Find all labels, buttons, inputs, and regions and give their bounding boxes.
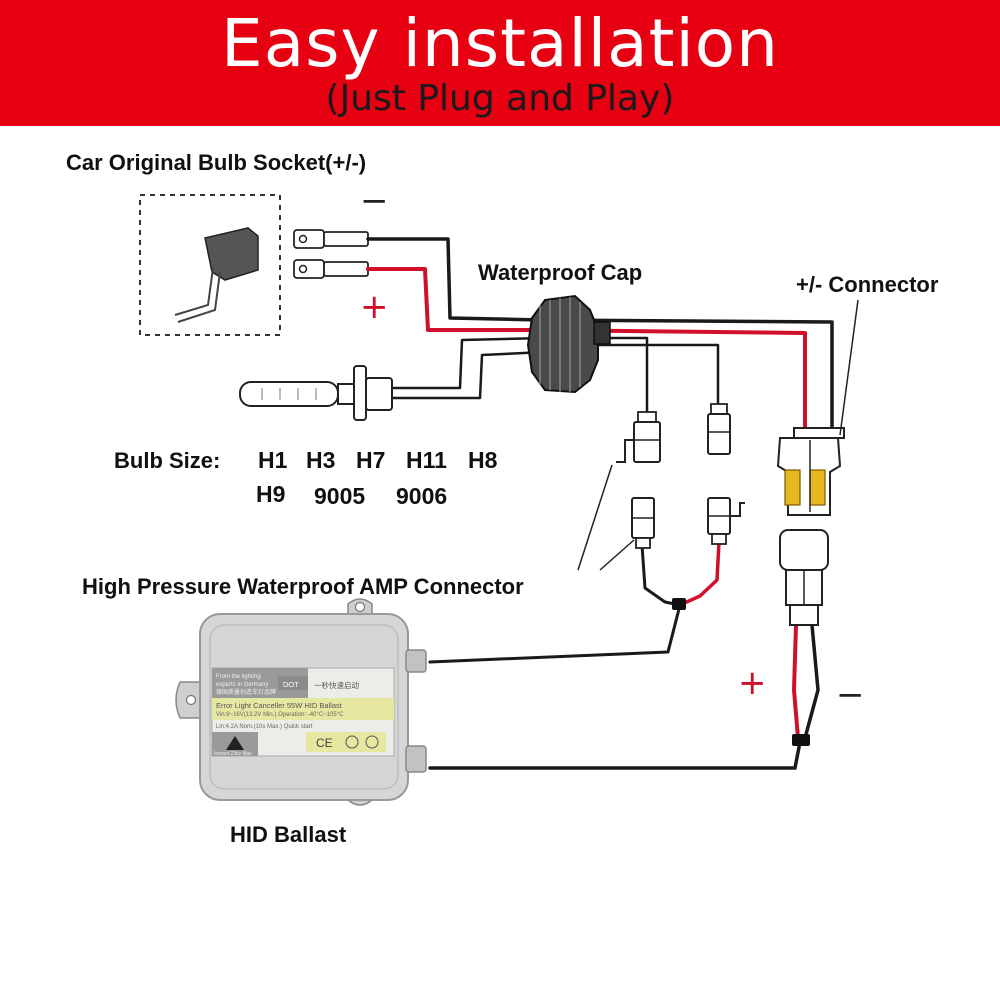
wire-splice-sleeve (792, 734, 810, 746)
bulb-size-h7: H7 (356, 447, 385, 473)
amp-pointer-2 (599, 539, 635, 571)
bulb-base-flange (353, 365, 367, 421)
wire-connector-red (792, 623, 800, 740)
ballast-text-2: experts in Germany (216, 682, 268, 688)
plus-minus-connector-female (776, 427, 845, 516)
wire-connector-black (803, 623, 820, 740)
wire-socket-plus (366, 267, 807, 432)
ballast-spec-2: Lin:4.2A Nom.(10s Max.) Quick start (216, 724, 313, 730)
amp-plug-upper-left (616, 411, 661, 463)
socket-bracket (174, 267, 221, 323)
wire-bulb-1 (390, 336, 547, 390)
plus-minus-connector-male (779, 529, 829, 626)
socket-terminal-plus (293, 259, 369, 279)
wires (366, 237, 834, 770)
ballast-dot-mark: DOT (283, 680, 299, 689)
hid-bulb (239, 365, 393, 421)
page-title: Easy installation (221, 5, 779, 82)
bulb-glass (239, 381, 339, 407)
bulb-size-h3: H3 (306, 447, 335, 473)
bulb-socket (139, 194, 281, 336)
ballast-spec-1: Vin:9~16V(13.2V Min.) Operation: -40°C~1… (216, 712, 344, 718)
title-banner: Easy installation (Just Plug and Play) (0, 0, 1000, 126)
wire-to-ballast-power (428, 740, 802, 770)
cert-icon (345, 735, 359, 749)
ballast-minus-sign: − (836, 675, 865, 715)
ballast-model-text: Error Light Canceller 55W HID Ballast (216, 701, 343, 710)
wire-cap-to-amp-2 (588, 343, 720, 406)
amp-plug-lower-right (707, 497, 745, 545)
socket-minus-sign: − (360, 181, 389, 221)
amp-plug-lower-left (631, 497, 655, 549)
socket-terminal-minus (293, 229, 369, 249)
amp-plug-upper-right (707, 403, 731, 455)
emark-icon (365, 735, 379, 749)
ballast-plus-sign: + (738, 663, 767, 703)
hid-ballast: From the lighting experts in Germany 德国质… (175, 598, 427, 806)
label-waterproof-cap: Waterproof Cap (478, 260, 642, 285)
page-subtitle: (Just Plug and Play) (325, 78, 675, 119)
amp-splice-sleeve (672, 598, 686, 610)
ballast-text-3: 德国质量创造车灯品牌 (216, 688, 276, 696)
wire-amp-to-ballast-red (678, 540, 721, 607)
warning-icon (226, 736, 244, 750)
socket-plus-sign: + (360, 287, 389, 327)
bulb-size-h1: H1 (258, 447, 288, 473)
waterproof-cap (526, 294, 611, 394)
label-socket: Car Original Bulb Socket(+/-) (66, 150, 366, 175)
bulb-size-9006: 9006 (396, 483, 447, 509)
label-connector: +/- Connector (796, 272, 939, 297)
ballast-text-cn: 一秒快速启动 (314, 680, 359, 690)
bulb-size-9005: 9005 (314, 483, 365, 509)
bulb-size-h9: H9 (256, 481, 285, 507)
label-bulb-size: Bulb Size: (114, 448, 220, 473)
ce-mark: CE (316, 736, 333, 750)
bulb-base (365, 377, 393, 411)
ballast-output-port (405, 649, 427, 673)
ballast-warning-text: Instant 23kv Max (214, 751, 252, 757)
wire-bulb-2 (390, 350, 547, 400)
label-amp-connector: High Pressure Waterproof AMP Connector (82, 574, 524, 599)
label-ballast: HID Ballast (230, 822, 347, 847)
amp-pointer-1 (577, 464, 613, 571)
connector-pointer (839, 299, 859, 436)
bulb-size-h11: H11 (406, 447, 447, 473)
socket-dashed-box (139, 194, 281, 336)
ballast-text-1: From the lighting (216, 674, 261, 680)
ballast-input-port (405, 745, 427, 773)
wire-socket-minus (366, 237, 834, 432)
bulb-size-h8: H8 (468, 447, 498, 473)
wire-amp-to-ballast-black (428, 543, 682, 664)
